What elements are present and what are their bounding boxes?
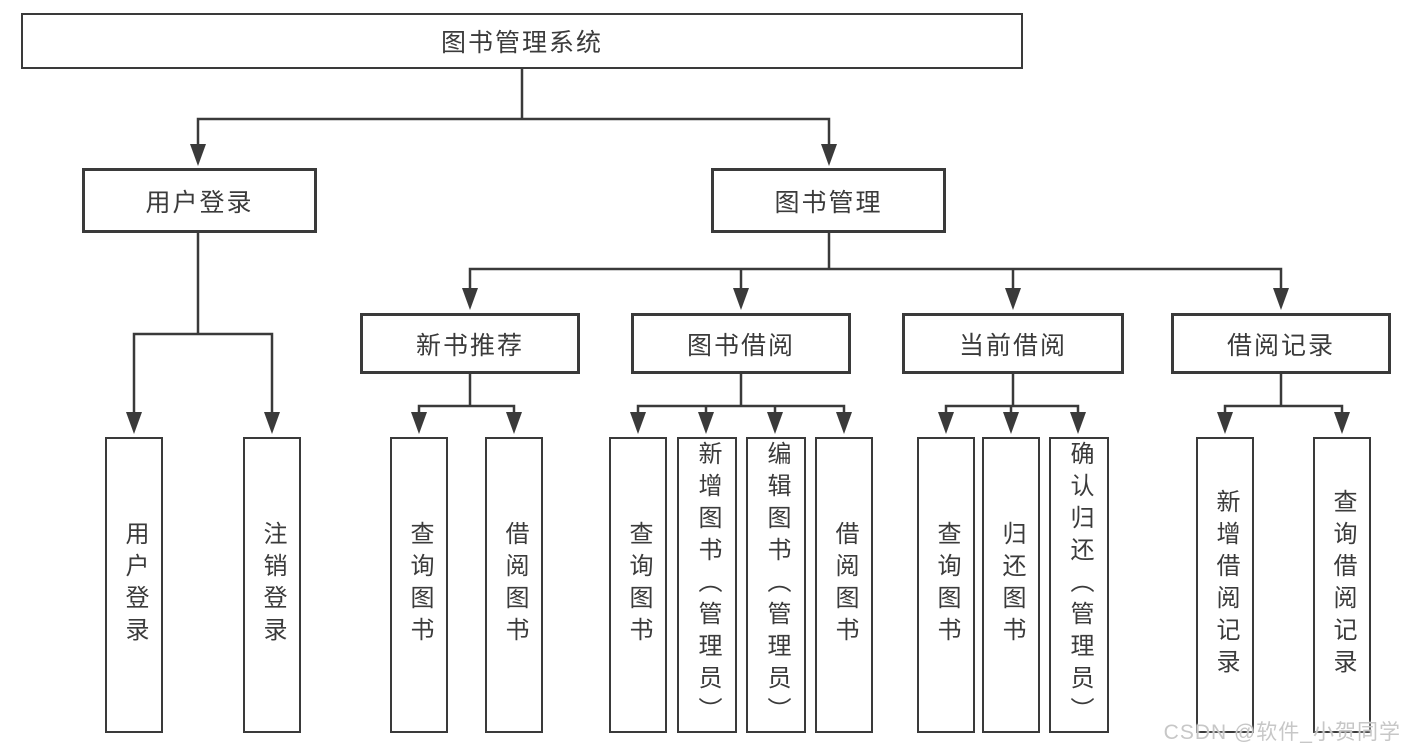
arrowheads [126, 144, 1350, 434]
leaf-return-books: 归还图书 [982, 437, 1040, 733]
node-current-borrow: 当前借阅 [902, 313, 1124, 374]
node-borrow-records: 借阅记录 [1171, 313, 1391, 374]
leaf-query-books-current: 查询图书 [917, 437, 975, 733]
leaf-add-borrow-record: 新增借阅记录 [1196, 437, 1254, 733]
leaf-add-book-admin: 新增图书（管理员） [677, 437, 737, 733]
node-library-management-system: 图书管理系统 [21, 13, 1023, 69]
node-book-borrow: 图书借阅 [631, 313, 851, 374]
leaf-query-books-borrow: 查询图书 [609, 437, 667, 733]
leaf-edit-book-admin: 编辑图书（管理员） [746, 437, 806, 733]
leaf-borrow-books: 借阅图书 [815, 437, 873, 733]
leaf-confirm-return-admin: 确认归还（管理员） [1049, 437, 1109, 733]
node-book-management: 图书管理 [711, 168, 946, 233]
leaf-query-borrow-record: 查询借阅记录 [1313, 437, 1371, 733]
watermark: CSDN @软件_小贺同学 [1163, 721, 1401, 744]
node-user-login: 用户登录 [82, 168, 317, 233]
leaf-logout: 注销登录 [243, 437, 301, 733]
leaf-query-books-recommend: 查询图书 [390, 437, 448, 733]
node-new-book-recommend: 新书推荐 [360, 313, 580, 374]
leaf-user-login: 用户登录 [105, 437, 163, 733]
leaf-borrow-books-recommend: 借阅图书 [485, 437, 543, 733]
